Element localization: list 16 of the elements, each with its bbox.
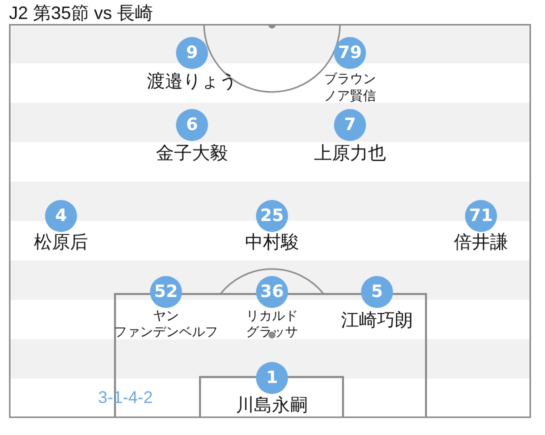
player-name: ブラウンノア賢信 <box>324 71 376 105</box>
player-name: 渡邉りょう <box>147 71 237 93</box>
player-name: リカルドグラッサ <box>246 309 298 341</box>
player-name: 松原后 <box>34 232 88 254</box>
jersey-number-circle: 71 <box>465 200 497 232</box>
jersey-number-circle: 25 <box>256 200 288 232</box>
player-name: 中村駿 <box>245 232 299 254</box>
player-name: 上原力也 <box>314 143 386 165</box>
title: J2 第35節 vs 長崎 <box>9 2 154 24</box>
jersey-number-circle: 1 <box>256 362 288 394</box>
player-name: 倍井謙 <box>454 232 508 254</box>
player-name: ヤンファンデンベルフ <box>114 309 218 341</box>
player-name: 江崎巧朗 <box>341 310 413 332</box>
player-name: 金子大毅 <box>156 143 228 165</box>
player-name: 川島永嗣 <box>236 395 308 417</box>
jersey-number-circle: 4 <box>45 200 77 232</box>
